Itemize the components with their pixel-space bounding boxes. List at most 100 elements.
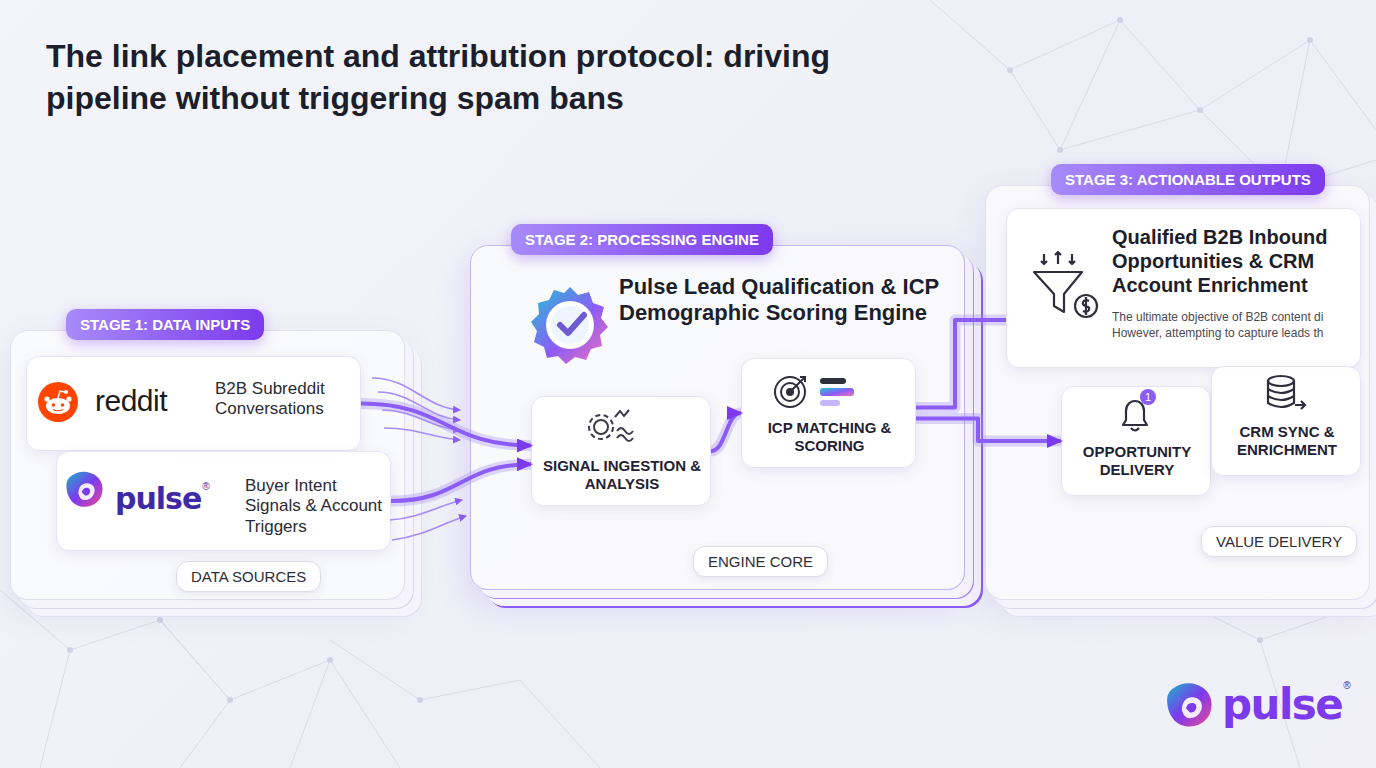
verified-badge-icon: [551, 306, 589, 344]
reddit-logo: [46, 398, 70, 414]
flow-connector: [361, 404, 531, 446]
fan-in-lines: [390, 500, 462, 520]
funnel-icon: [1069, 254, 1075, 264]
funnel-icon: [1034, 272, 1082, 312]
reddit-logo: [58, 391, 65, 398]
output-box: OPPORTUNITY DELIVERY: [1061, 386, 1211, 496]
bell-icon: [1123, 401, 1147, 431]
gear-icon: [589, 415, 613, 439]
section-footer-pill: DATA SOURCES: [176, 561, 321, 592]
target-icon: [775, 377, 805, 407]
connector-glow: [711, 413, 741, 451]
network-dots: [227, 697, 233, 703]
verified-badge-icon: [546, 301, 594, 349]
database-icon: [1268, 381, 1294, 407]
connector-line: [916, 320, 1006, 408]
gear-icon: [617, 428, 633, 434]
output-box: CRM SYNC & ENRICHMENT: [1211, 366, 1361, 476]
funnel-icon: [1055, 252, 1061, 264]
connector-glow: [361, 404, 531, 446]
network-dots: [1117, 17, 1123, 23]
bell-icon: [1123, 401, 1147, 425]
stage-label: STAGE 3: ACTIONABLE OUTPUTS: [1051, 164, 1325, 195]
brand-logo-mark: [1167, 683, 1212, 726]
target-icon: [775, 377, 805, 407]
connector-glow: [916, 320, 1006, 408]
pulse-logo: [66, 472, 102, 507]
process-box: ICP MATCHING & SCORING: [741, 358, 916, 468]
reddit-logo: [66, 396, 71, 401]
output-heading: Qualified B2B Inbound Opportunities & CR…: [1112, 225, 1352, 297]
database-icon: [1268, 376, 1294, 386]
network-dots: [327, 657, 333, 663]
output-label: CRM SYNC & ENRICHMENT: [1212, 423, 1362, 459]
logo-row: pulse®: [1222, 680, 1351, 729]
bell-icon: [1131, 428, 1139, 431]
source-logo-text: pulse: [115, 481, 201, 516]
source-card: pulse®Buyer Intent Signals & Account Tri…: [56, 451, 391, 551]
score-bars-icon: [820, 400, 840, 406]
network-dots: [1197, 107, 1203, 113]
fan-in-lines: [384, 428, 460, 440]
funnel-icon: [1041, 254, 1047, 264]
output-card: Qualified B2B Inbound Opportunities & CR…: [1006, 208, 1361, 368]
flow-connector: [916, 320, 1006, 408]
fan-in-lines: [382, 410, 460, 430]
gear-icon: [617, 435, 633, 441]
engine-heading: Pulse Lead Qualification & ICP Demograph…: [619, 274, 939, 327]
process-box: SIGNAL INGESTION & ANALYSIS: [531, 396, 711, 506]
network-dots: [1257, 637, 1263, 643]
network-dots: [1307, 37, 1313, 43]
target-icon: [781, 383, 799, 401]
output-description: The ultimate objective of B2B content di…: [1112, 309, 1352, 341]
database-icon: [1295, 401, 1305, 409]
network-dots: [1057, 147, 1063, 153]
registered-mark: ®: [1343, 680, 1350, 691]
reddit-logo: [53, 410, 63, 411]
reddit-logo: [52, 403, 56, 407]
target-icon: [787, 389, 793, 395]
network-dots: [1007, 67, 1013, 73]
source-description: Buyer Intent Signals & Account Triggers: [245, 476, 385, 537]
network-lines: [330, 640, 600, 768]
stage-panel: STAGE 1: DATA INPUTSredditB2B Subreddit …: [10, 330, 405, 600]
score-bars-icon: [820, 378, 846, 384]
gear-icon: [589, 410, 633, 441]
target-icon: [790, 377, 805, 392]
connector-glow: [916, 419, 1061, 442]
network-lines: [1180, 600, 1376, 768]
network-lines: [930, 0, 1376, 130]
network-lines: [1060, 20, 1120, 150]
stage-label: STAGE 1: DATA INPUTS: [66, 309, 264, 340]
verified-badge-icon: [531, 287, 608, 364]
fan-in-lines: [372, 378, 460, 410]
brand-wordmark: pulse: [1222, 680, 1342, 729]
footer-pill-text: ENGINE CORE: [708, 553, 813, 570]
verified-badge-icon: [560, 315, 584, 333]
source-description: B2B Subreddit Conversations: [215, 379, 355, 420]
score-bars-icon: [820, 378, 854, 406]
flow-connector: [711, 413, 741, 451]
footer-pill-text: DATA SOURCES: [191, 568, 306, 585]
reddit-logo: [38, 382, 78, 422]
funnel-icon: [1083, 297, 1089, 315]
network-dots: [417, 697, 423, 703]
reddit-logo: [61, 403, 65, 407]
connector-line: [391, 464, 531, 501]
network-lines: [0, 590, 400, 768]
brand-logo-mark: [1167, 683, 1212, 726]
footer-pill-text: VALUE DELIVERY: [1216, 533, 1342, 550]
stage-panel: STAGE 2: PROCESSING ENGINEPulse Lead Qua…: [470, 245, 965, 590]
database-icon: [1268, 389, 1294, 400]
process-label: ICP MATCHING & SCORING: [742, 419, 917, 455]
score-bars-icon: [820, 388, 854, 396]
process-label: SIGNAL INGESTION & ANALYSIS: [532, 457, 712, 493]
fan-in-lines: [392, 516, 466, 540]
diagram-title: The link placement and attribution proto…: [46, 36, 836, 119]
pulse-logo: [66, 472, 102, 507]
output-label: OPPORTUNITY DELIVERY: [1062, 443, 1212, 479]
stage-panel: STAGE 3: ACTIONABLE OUTPUTSQualified B2B…: [985, 185, 1370, 600]
network-dots: [157, 617, 163, 623]
